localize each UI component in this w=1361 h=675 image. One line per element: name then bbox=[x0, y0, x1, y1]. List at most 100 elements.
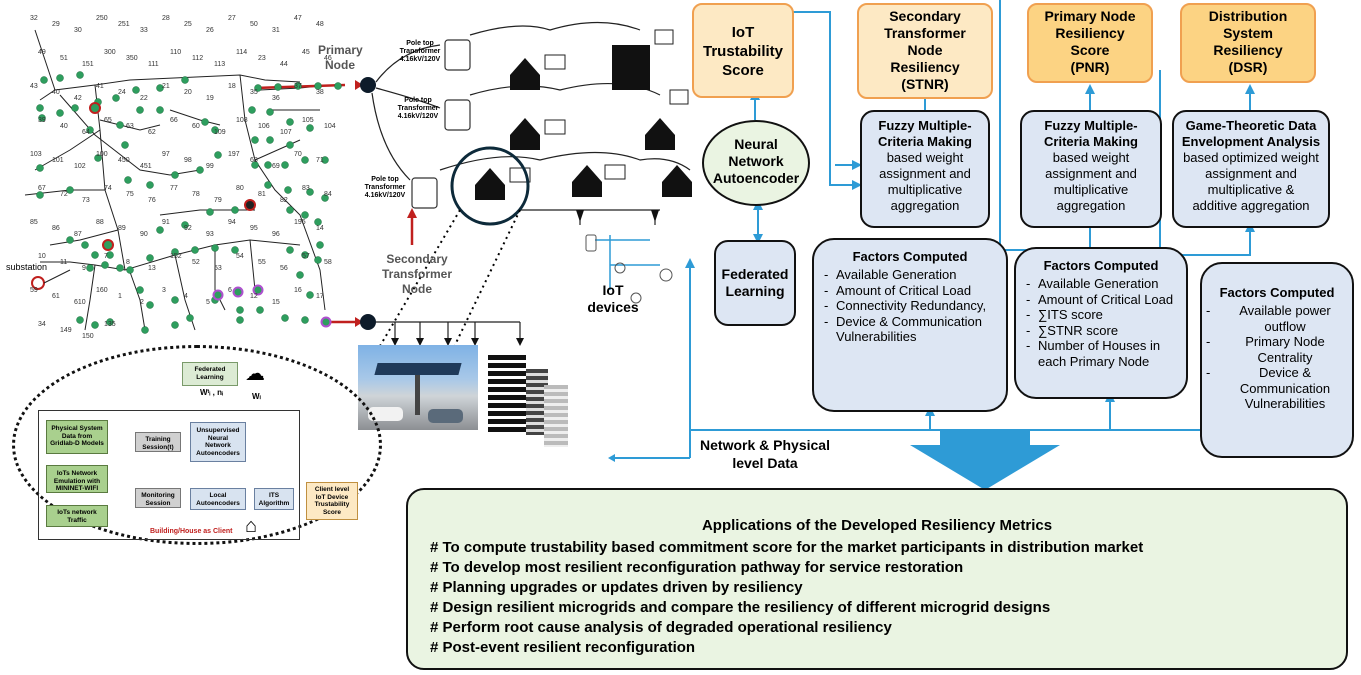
bus-number-label: 75 bbox=[126, 191, 134, 198]
bus-number-label: 251 bbox=[118, 21, 130, 28]
bus-number-label: 12 bbox=[250, 293, 258, 300]
bus-number-label: 32 bbox=[30, 15, 38, 22]
bus-number-label: 83 bbox=[302, 185, 310, 192]
game-body: based optimized weight assignment and mu… bbox=[1183, 150, 1319, 213]
game-theoretic-box: Game-Theoretic Data Envelopment Analysis… bbox=[1172, 110, 1330, 228]
inset-its-box: ITS Algorithm bbox=[254, 488, 294, 510]
highlighted-node bbox=[232, 286, 244, 298]
bus-number-label: 15 bbox=[272, 299, 280, 306]
bus-number-label: 76 bbox=[148, 197, 156, 204]
bus-number-label: 11 bbox=[60, 259, 67, 266]
dsr-score-text: Distribution System Resiliency (DSR) bbox=[1208, 8, 1288, 75]
bus-number-label: 59 bbox=[30, 287, 38, 294]
building-icon bbox=[488, 355, 568, 447]
cloud-icon: ☁ bbox=[245, 363, 265, 385]
fuzzy1-title: Fuzzy Multiple- Criteria Making bbox=[878, 118, 972, 149]
houses bbox=[475, 45, 692, 200]
bus-number-label: 16 bbox=[294, 287, 302, 294]
bus-number-label: 105 bbox=[302, 117, 314, 124]
bus-number-label: 21 bbox=[162, 83, 170, 90]
application-item: # Perform root cause analysis of degrade… bbox=[430, 619, 892, 636]
bus-number-label: 35 bbox=[250, 89, 258, 96]
fuzzy2-body: based weight assignment and multiplicati… bbox=[1045, 150, 1137, 213]
fuzzy-pnr-box: Fuzzy Multiple- Criteria Making based we… bbox=[1020, 110, 1162, 228]
factors-pnr-title: Factors Computed bbox=[1043, 258, 1159, 273]
application-item: # To develop most resilient reconfigurat… bbox=[430, 559, 964, 576]
pole-top-transformers bbox=[411, 39, 471, 209]
inset-traffic-box: IoTs network Traffic bbox=[46, 505, 108, 527]
inset-footer: Building/House as Client bbox=[150, 528, 233, 535]
highlighted-node bbox=[212, 289, 224, 301]
bus-number-label: 57 bbox=[302, 253, 310, 260]
bus-number-label: 25 bbox=[184, 21, 192, 28]
highlighted-node bbox=[320, 316, 332, 328]
bus-number-label: 53 bbox=[214, 265, 222, 272]
highlighted-node bbox=[244, 199, 256, 211]
bus-number-label: 66 bbox=[170, 117, 178, 124]
application-item: # To compute trustability based commitme… bbox=[430, 539, 1144, 556]
bus-number-label: 73 bbox=[82, 197, 90, 204]
factor-item: ∑ITS score bbox=[1026, 307, 1186, 323]
bus-number-label: 55 bbox=[258, 259, 266, 266]
fuzzy-stnr-box: Fuzzy Multiple- Criteria Making based we… bbox=[860, 110, 990, 228]
pole-top-label-3: Pole top Transformer 4.16kV/120V bbox=[364, 176, 406, 199]
bus-number-label: 108 bbox=[236, 117, 248, 124]
bus-number-label: 103 bbox=[30, 151, 42, 158]
bus-number-label: 60 bbox=[192, 123, 200, 130]
game-title: Game-Theoretic Data Envelopment Analysis bbox=[1181, 118, 1321, 149]
factors-dsr-list: Available power outflow Primary Node Cen… bbox=[1202, 303, 1352, 412]
arrow-down bbox=[576, 210, 584, 222]
bus-number-label: 104 bbox=[324, 123, 336, 130]
zoom-line bbox=[451, 209, 521, 350]
factor-item: Available Generation bbox=[1026, 276, 1186, 292]
secondary-node-zoom-circle bbox=[450, 146, 530, 226]
bus-number-label: 82 bbox=[280, 197, 288, 204]
inset-physical-box: Physical System Data from Gridlab-D Mode… bbox=[46, 420, 108, 454]
bus-number-label: 89 bbox=[118, 225, 126, 232]
bus-number-label: 29 bbox=[52, 21, 60, 28]
bus-number-label: 9 bbox=[82, 265, 86, 272]
factors-pnr-list: Available Generation Amount of Critical … bbox=[1016, 276, 1186, 369]
bus-number-label: 64 bbox=[82, 129, 90, 136]
fuzzy1-body: based weight assignment and multiplicati… bbox=[879, 150, 971, 213]
inset-local-box: Local Autoencoders bbox=[190, 488, 246, 510]
federated-inset-oval bbox=[12, 345, 382, 545]
bus-number-label: 152 bbox=[170, 253, 182, 260]
bus-number-label: 77 bbox=[170, 185, 178, 192]
bus-number-label: 33 bbox=[140, 27, 148, 34]
network-physical-label: Network & Physical level Data bbox=[700, 437, 830, 471]
factor-item: Connectivity Redundancy, bbox=[824, 298, 1006, 314]
bus-nodes bbox=[36, 71, 342, 334]
primary-node-circle bbox=[360, 314, 376, 330]
bus-number-label: 28 bbox=[162, 15, 170, 22]
bus-number-label: 102 bbox=[74, 163, 86, 170]
dsr-score-box: Distribution System Resiliency (DSR) bbox=[1180, 3, 1316, 83]
factor-item: Amount of Critical Load bbox=[1026, 292, 1186, 308]
bus-number-label: 40 bbox=[52, 89, 60, 96]
bus-number-label: 81 bbox=[258, 191, 266, 198]
federated-learning-box: Federated Learning bbox=[714, 240, 796, 326]
bus-number-label: 63 bbox=[126, 123, 134, 130]
bus-number-label: 71 bbox=[316, 157, 324, 164]
bus-number-label: 74 bbox=[104, 185, 112, 192]
factor-item: ∑STNR score bbox=[1026, 323, 1186, 339]
bus-number-label: 451 bbox=[140, 163, 152, 170]
factor-item: Amount of Critical Load bbox=[824, 283, 1006, 299]
bus-number-label: 86 bbox=[52, 225, 60, 232]
bus-number-label: 34 bbox=[38, 321, 46, 328]
bus-number-label: 13 bbox=[148, 265, 156, 272]
pnr-score-box: Primary Node Resiliency Score (PNR) bbox=[1027, 3, 1153, 83]
inset-w-label-2: Wₗ bbox=[252, 392, 261, 401]
neural-network-autoencoder-ellipse: Neural Network Autoencoder bbox=[702, 120, 810, 206]
pole-top-label-1: Pole top Transformer 4.16kV/120V bbox=[399, 40, 441, 63]
arrow-down bbox=[651, 210, 659, 222]
factors-dsr-title: Factors Computed bbox=[1219, 285, 1335, 300]
inset-client-score-box: Client level IoT Device Trustability Sco… bbox=[306, 482, 358, 520]
bus-number-label: 8 bbox=[126, 259, 130, 266]
bus-number-label: 45 bbox=[302, 49, 310, 56]
bus-number-label: 58 bbox=[324, 259, 332, 266]
bus-number-label: 23 bbox=[258, 55, 266, 62]
factors-stnr-title: Factors Computed bbox=[852, 249, 968, 264]
inset-unsupervised-box: Unsupervised Neural Network Autoencoders bbox=[190, 422, 246, 462]
bus-number-label: 7 bbox=[104, 253, 108, 260]
